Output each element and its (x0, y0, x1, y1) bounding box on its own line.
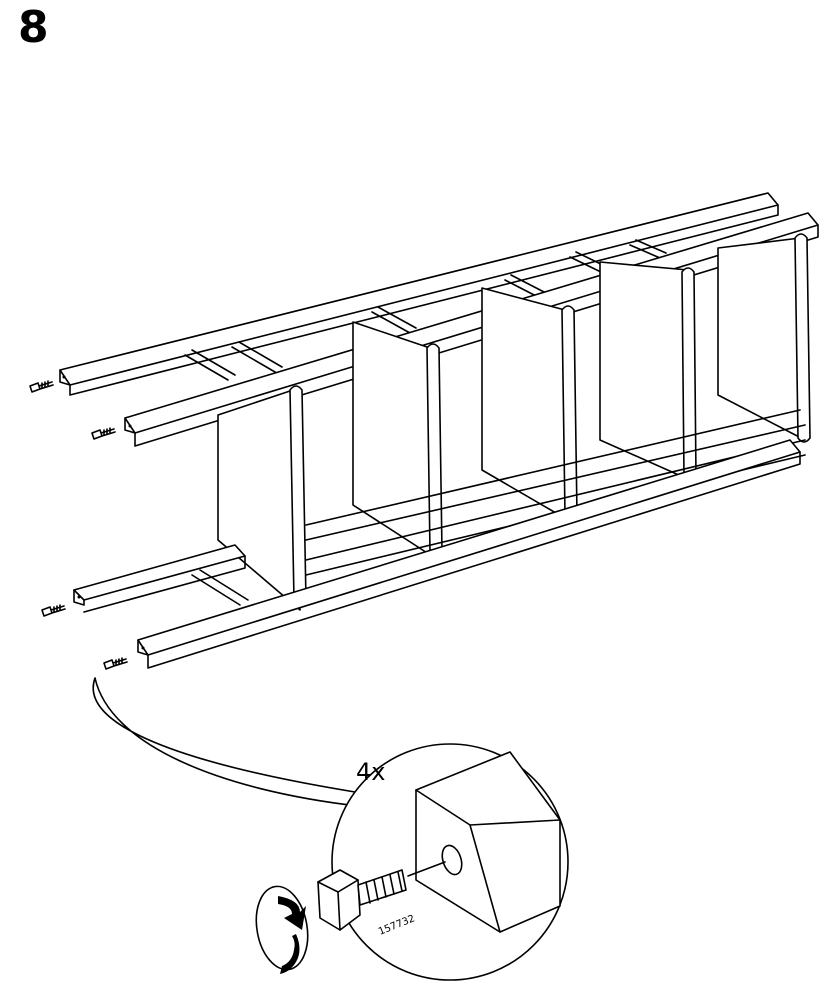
callout-leader (93, 678, 358, 806)
back-bottom-rail (74, 545, 248, 612)
rotate-clockwise-icon (250, 882, 314, 974)
bolt-icons (30, 381, 127, 669)
quantity-label: 4x (356, 758, 385, 786)
